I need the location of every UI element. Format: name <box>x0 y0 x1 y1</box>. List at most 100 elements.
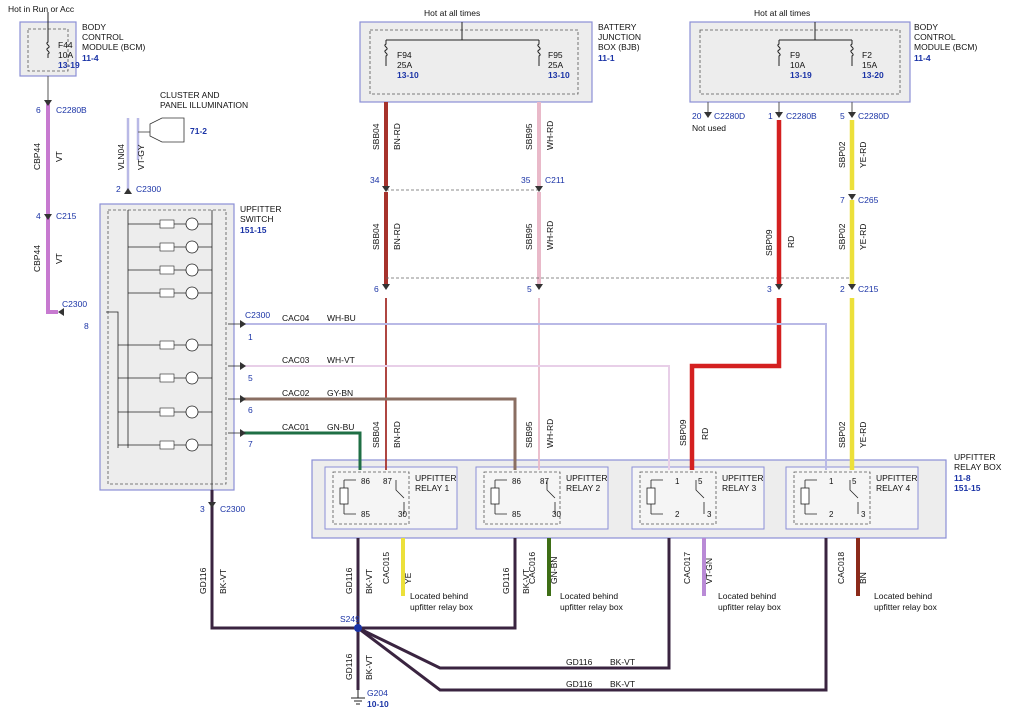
circuit-sbb04-a: SBB04 <box>371 123 381 150</box>
pin-6-c2300: 6 <box>248 405 253 415</box>
note-relay4-line2: upfitter relay box <box>874 602 938 612</box>
relay-box-ref2: 151-15 <box>954 483 981 493</box>
circuit-sbp09-b: SBP09 <box>678 419 688 446</box>
relay-internals <box>339 479 859 515</box>
relay-4-line2: RELAY 4 <box>876 483 910 493</box>
connector-c265: C265 <box>858 195 879 205</box>
relay-3-pin-1: 1 <box>675 477 680 486</box>
label-hot-run-acc: Hot in Run or Acc <box>8 4 75 14</box>
label-hot-all-times-bcm: Hot at all times <box>754 8 810 18</box>
relay-2-pin-85: 85 <box>512 510 521 519</box>
relay-4-pin-1: 1 <box>829 477 834 486</box>
bcm-right-line3: MODULE (BCM) <box>914 42 977 52</box>
connector-c2300-top: C2300 <box>136 184 161 194</box>
color-ye-rd-b: YE-RD <box>858 224 868 250</box>
switch-line1: UPFITTER <box>240 204 282 214</box>
fuse-f95-ref: 13-10 <box>548 70 570 80</box>
relay-3-pin-2: 2 <box>675 510 680 519</box>
bcm-left-line3: MODULE (BCM) <box>82 42 145 52</box>
wire-cac02 <box>240 397 517 470</box>
pin-6: 6 <box>36 105 41 115</box>
pin-35: 35 <box>521 175 531 185</box>
fuse-f95-name: F95 <box>548 50 563 60</box>
color-vt-gn: VT-GN <box>704 558 714 584</box>
pin-2-c2300: 2 <box>116 184 121 194</box>
color-bn-rd-a: BN-RD <box>392 123 402 150</box>
bcm-right-line1: BODY <box>914 22 938 32</box>
color-wh-bu: WH-BU <box>327 313 356 323</box>
bcm-right-module <box>689 21 911 103</box>
fuse-f44-symbol <box>46 38 50 58</box>
connector-c215-left: C215 <box>56 211 77 221</box>
relay-3-line2: RELAY 3 <box>722 483 756 493</box>
color-wh-rd-c: WH-RD <box>545 419 555 448</box>
fuse-f94-amps: 25A <box>397 60 412 70</box>
fuse-symbols <box>46 12 854 66</box>
pin-1-c2280b: 1 <box>768 111 773 121</box>
note-relay1-line2: upfitter relay box <box>410 602 474 612</box>
fuse-f9-name: F9 <box>790 50 800 60</box>
relay-box-line2: RELAY BOX <box>954 462 1002 472</box>
wire-cac04 <box>240 323 827 470</box>
circuit-sbb95-a: SBB95 <box>524 123 534 150</box>
color-bn-rd-c: BN-RD <box>392 421 402 448</box>
wire-gd116-r3 <box>357 538 671 670</box>
switch-ref: 151-15 <box>240 225 267 235</box>
circuit-gd116-r3: GD116 <box>566 657 593 667</box>
relay-1-line1: UPFITTER <box>415 473 457 483</box>
connector-c2280b-left: C2280B <box>56 105 87 115</box>
ref-cluster: 71-2 <box>190 126 207 136</box>
connector-c2280d-left: C2280D <box>714 111 745 121</box>
switch-line2: SWITCH <box>240 214 274 224</box>
label-hot-all-times-bjb: Hot at all times <box>424 8 480 18</box>
connector-c2300-bottom: C2300 <box>220 504 245 514</box>
pin-8: 8 <box>84 321 89 331</box>
connector-c2280d-right: C2280D <box>858 111 889 121</box>
arrow-markers <box>44 100 856 508</box>
fuse-f2-name: F2 <box>862 50 872 60</box>
circuit-sbp09-a: SBP09 <box>764 229 774 256</box>
relay-1-pin-30: 30 <box>398 510 407 519</box>
pin-5-c2300: 5 <box>248 373 253 383</box>
ground-g204-ref: 10-10 <box>367 699 389 709</box>
label-panel-illum: PANEL ILLUMINATION <box>160 100 248 110</box>
circuit-gd116-r2: GD116 <box>501 567 511 594</box>
relay-4-pin-2: 2 <box>829 510 834 519</box>
color-gy-bn: GY-BN <box>327 388 353 398</box>
pin-1-c2300: 1 <box>248 332 253 342</box>
circuit-sbp02-a: SBP02 <box>837 141 847 168</box>
circuit-cac01: CAC01 <box>282 422 310 432</box>
relay-3-labels: UPFITTER RELAY 3 1 5 2 3 <box>675 473 764 519</box>
fuse-f44-ref: 13-19 <box>58 60 80 70</box>
bcm-right-ref: 11-4 <box>914 53 931 63</box>
relay-3-line1: UPFITTER <box>722 473 764 483</box>
fuse-f44-amps: 10A <box>58 50 73 60</box>
bjb-box <box>359 21 593 103</box>
pin-5-c2280d: 5 <box>840 111 845 121</box>
circuit-gd116-switch: GD116 <box>198 567 208 594</box>
relay-1-line2: RELAY 1 <box>415 483 449 493</box>
circuit-cac04: CAC04 <box>282 313 310 323</box>
pin-7-c265: 7 <box>840 195 845 205</box>
connector-c215-right: C215 <box>858 284 879 294</box>
relay-1-pin-85: 85 <box>361 510 370 519</box>
ground-g204-label: G204 <box>367 688 388 698</box>
note-relay2-line2: upfitter relay box <box>560 602 624 612</box>
relay-1-pin-86: 86 <box>361 477 370 486</box>
fuse-f94-symbol <box>384 40 388 66</box>
fuse-f9-ref: 13-19 <box>790 70 812 80</box>
note-relay2-line1: Located behind <box>560 591 618 601</box>
bjb-line2: JUNCTION <box>598 32 641 42</box>
wires <box>46 76 860 692</box>
switch-lamps <box>159 217 199 452</box>
pin-3-c2300: 3 <box>200 504 205 514</box>
pin-4: 4 <box>36 211 41 221</box>
relay-3-pin-5: 5 <box>698 477 703 486</box>
pin-20: 20 <box>692 111 702 121</box>
color-bk-vt-ground: BK-VT <box>364 655 374 680</box>
color-bk-vt-r4: BK-VT <box>610 679 635 689</box>
relay-3-box <box>631 466 765 530</box>
fuse-f94-name: F94 <box>397 50 412 60</box>
color-bn: BN <box>858 572 868 584</box>
